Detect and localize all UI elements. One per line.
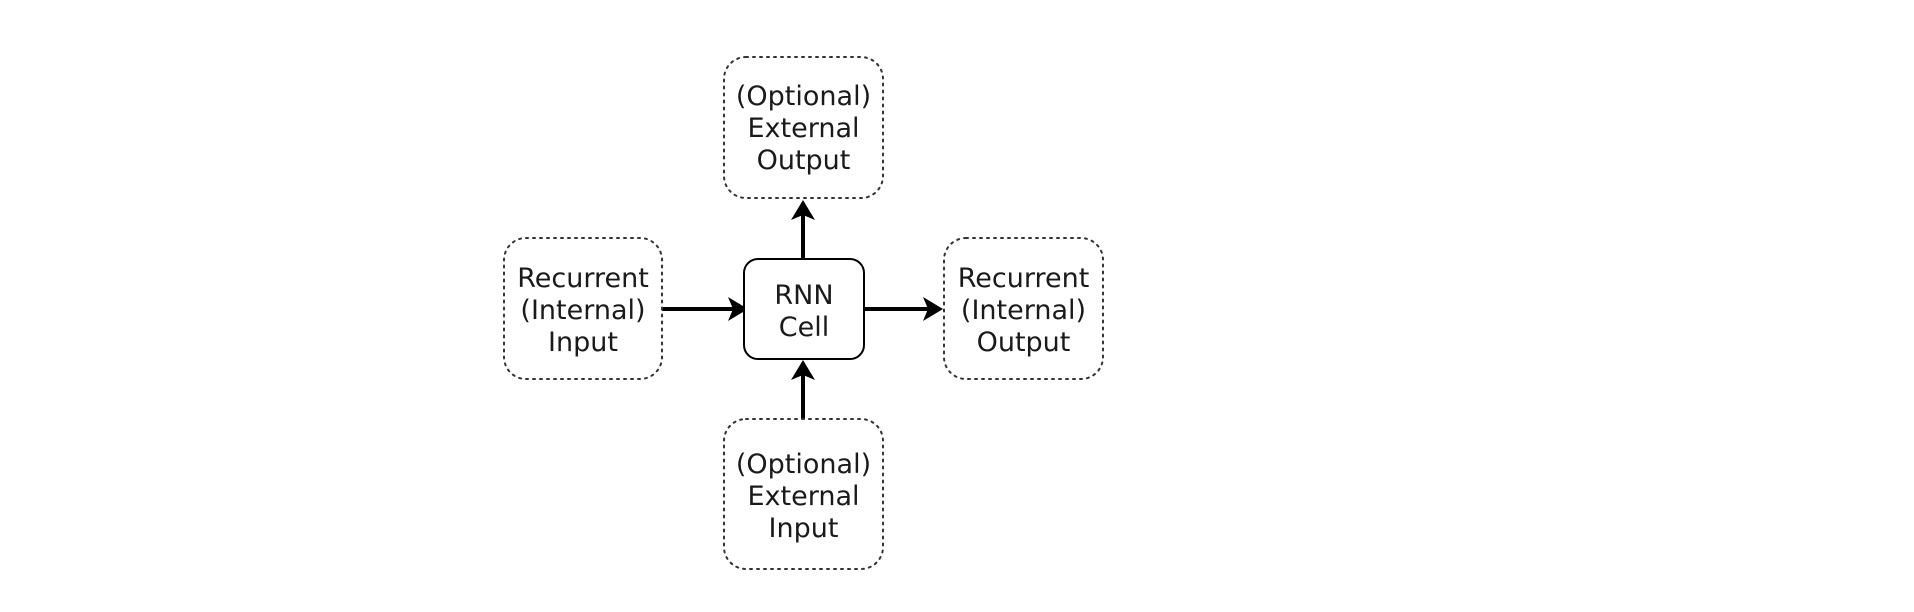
node-external-input-line-2: External: [747, 481, 859, 512]
node-external-output-line-3: Output: [757, 145, 851, 176]
edge-external-input-to-cell-arrowhead: [791, 360, 815, 380]
node-external-input-line-3: Input: [769, 513, 839, 544]
node-external-input: (Optional) External Input: [723, 418, 884, 570]
node-recurrent-output-line-3: Output: [977, 327, 1071, 358]
node-recurrent-input-line-2: (Internal): [520, 295, 645, 326]
node-external-output: (Optional) External Output: [723, 56, 884, 199]
edge-recurrent-input-to-cell-arrowhead: [728, 297, 748, 321]
node-recurrent-input-line-1: Recurrent: [517, 263, 649, 294]
node-recurrent-output-line-1: Recurrent: [958, 263, 1090, 294]
edge-cell-to-external-output-arrowhead: [791, 200, 815, 220]
edge-cell-to-recurrent-output-arrowhead: [923, 297, 943, 321]
node-recurrent-input-line-3: Input: [548, 327, 618, 358]
node-recurrent-input: Recurrent (Internal) Input: [503, 237, 663, 380]
node-recurrent-output: Recurrent (Internal) Output: [943, 237, 1104, 380]
node-rnn-cell: RNN Cell: [743, 258, 865, 360]
node-rnn-cell-line-2: Cell: [779, 312, 829, 343]
node-external-input-line-1: (Optional): [736, 449, 871, 480]
node-rnn-cell-line-1: RNN: [774, 280, 833, 311]
node-external-output-line-2: External: [747, 113, 859, 144]
node-recurrent-output-line-2: (Internal): [961, 295, 1086, 326]
edges: [662, 200, 943, 420]
node-external-output-line-1: (Optional): [736, 81, 871, 112]
